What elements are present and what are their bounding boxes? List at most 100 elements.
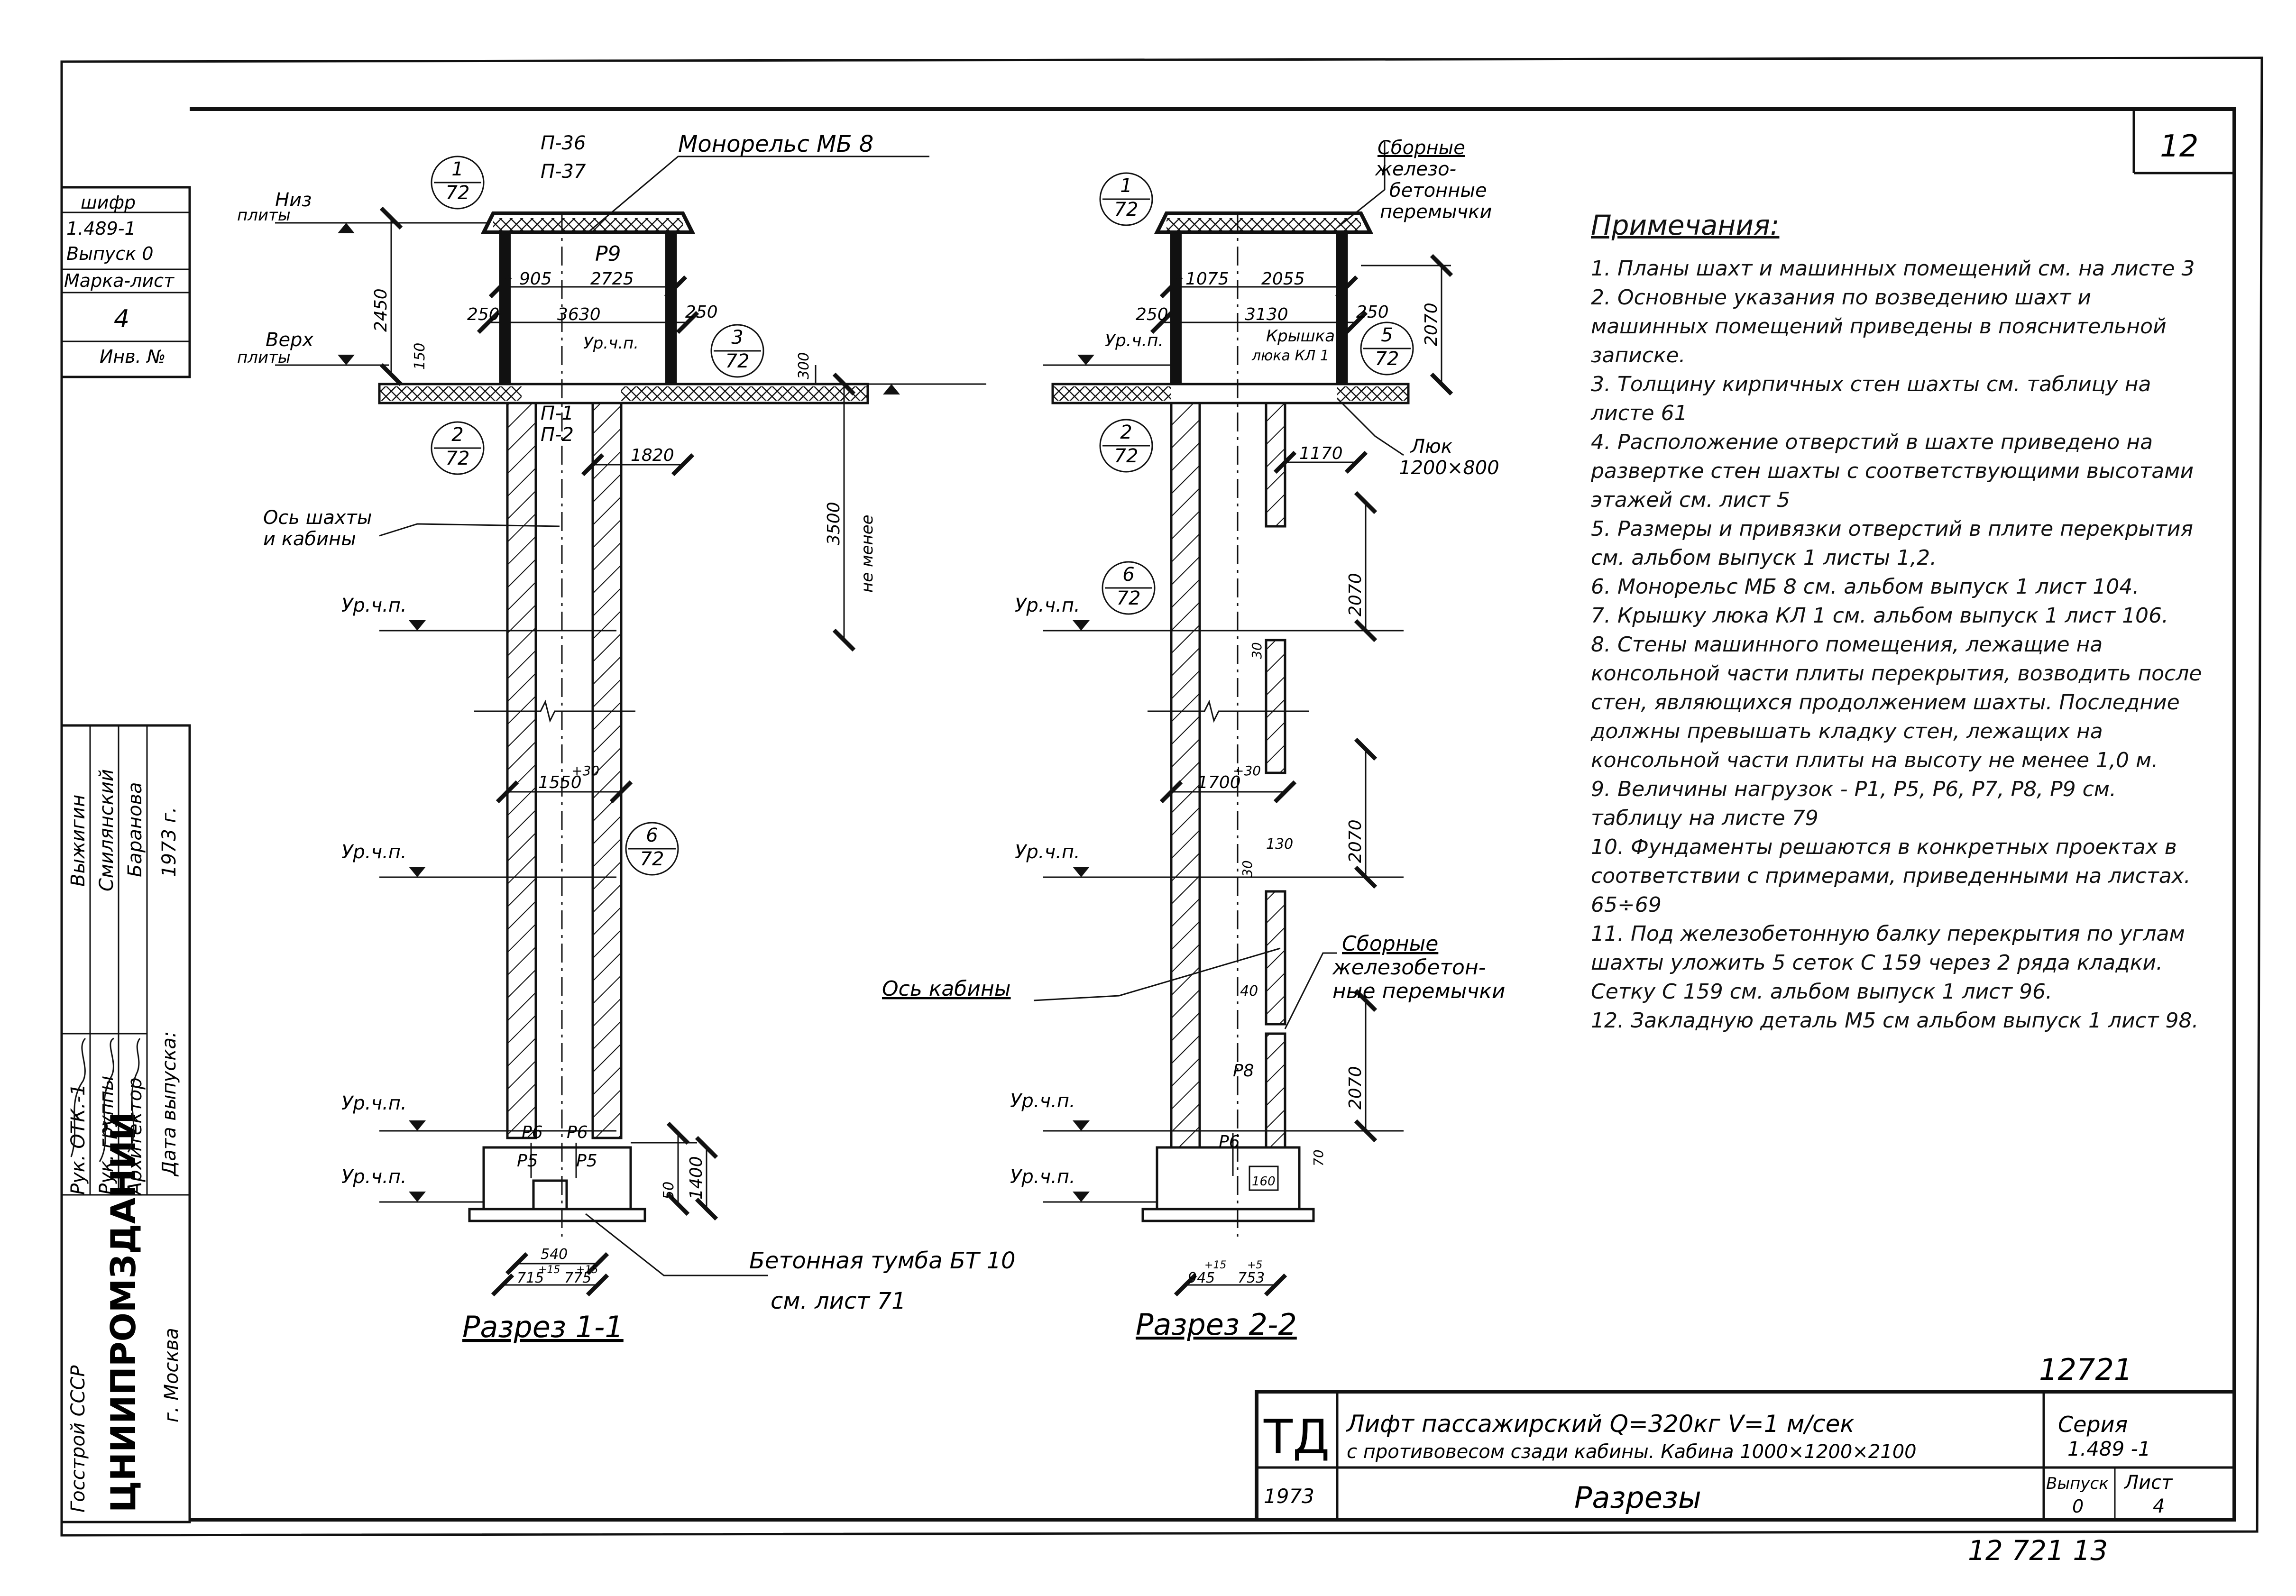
s2-level-4: Ур.ч.п.	[1010, 1166, 1075, 1188]
ref1b-den: 72	[1114, 199, 1139, 220]
s2-dim-2070c: 2070	[1346, 819, 1365, 863]
s2-dim-2055: 2055	[1261, 269, 1305, 289]
notes-block: Примечания: 1. Планы шахт и машинных пом…	[1591, 211, 2207, 1035]
s2-cabin-axis: Ось кабины	[882, 977, 1011, 1001]
org-city: г. Москва	[161, 1328, 183, 1422]
s2-dim-130: 130	[1266, 836, 1293, 853]
note-item-6: 6. Монорельс МБ 8 см. альбом выпуск 1 ли…	[1591, 575, 2140, 599]
s1-dim-540: 540	[541, 1246, 568, 1263]
s2-dim-2070b: 2070	[1346, 573, 1365, 616]
s1-level-4: Ур.ч.п.	[341, 1166, 407, 1188]
ref2b-den: 72	[1114, 445, 1139, 467]
stamp-cipher-value: 1.489-1	[66, 218, 136, 239]
s1-p6b: P6	[567, 1123, 588, 1142]
ref2-num: 2	[451, 424, 463, 446]
note-item-5: 5. Размеры и привязки отверстий в плите …	[1591, 517, 2193, 570]
tb-desc2: с противовесом сзади кабины. Кабина 1000…	[1347, 1441, 1917, 1463]
title-block	[1255, 1390, 2236, 1522]
s1-p2: П-2	[541, 424, 574, 446]
s1-dim-300: 300	[796, 352, 812, 379]
tb-td: ТД	[1263, 1409, 1330, 1465]
stamp-inv-label: Инв. №	[100, 346, 165, 367]
signer-role-1: Рук. ОТК.-1	[67, 1084, 89, 1195]
ref3-num: 3	[731, 327, 743, 349]
s2-dim-250a: 250	[1136, 305, 1168, 324]
sheet-number: 12	[2160, 129, 2198, 164]
s1-dim-1400: 1400	[687, 1156, 706, 1200]
s2-dim-2070a: 2070	[1422, 303, 1441, 346]
tb-desc1: Лифт пассажирский Q=320кг V=1 м/сек	[1346, 1410, 1855, 1438]
s2-dim-1700: 1700	[1197, 773, 1241, 792]
s2-precast1: Сборные	[1378, 137, 1465, 159]
s2-title: Разрез 2-2	[1136, 1307, 1297, 1342]
s1-level-2: Ур.ч.п.	[341, 841, 407, 863]
tb-sheet-label: Лист	[2123, 1472, 2173, 1494]
stamp-mark-label: Марка-лист	[64, 270, 175, 291]
s2-precast-b3: ные перемычки	[1332, 979, 1506, 1003]
s2-dim-160: 160	[1252, 1174, 1276, 1189]
s1-dim-775: 775	[564, 1270, 591, 1286]
s1-dim-3500: 3500	[824, 502, 844, 545]
s1-dim-2450: 2450	[371, 288, 391, 332]
s1-dim-15a: +15	[538, 1264, 560, 1276]
s1-dim-250b: 250	[685, 303, 718, 322]
section-1-refs: 1 72 3 72 2 72 6 72	[431, 156, 764, 876]
s1-slab-top2: плиты	[237, 348, 291, 367]
note-item-9: 9. Величины нагрузок - P1, P5, P6, P7, P…	[1591, 777, 2116, 830]
s1-p6a: P6	[522, 1123, 543, 1142]
s2-dim-5: +5	[1247, 1259, 1262, 1271]
tb-sheet-title: Разрезы	[1574, 1480, 1701, 1515]
tb-issue-label: Выпуск	[2046, 1474, 2109, 1493]
s1-dim-50: 50	[661, 1182, 677, 1200]
s2-p6: P6	[1219, 1132, 1240, 1152]
tb-series-label: Серия	[2058, 1412, 2128, 1437]
s2-hatch2: 1200×800	[1399, 457, 1499, 479]
s1-slab-top: Верх	[266, 329, 313, 351]
stamp-issue: Выпуск 0	[66, 243, 154, 264]
s2-level-1: Ур.ч.п.	[1015, 595, 1080, 616]
side-stamp	[60, 186, 191, 1523]
s2-p8: P8	[1233, 1061, 1254, 1081]
s2-dim-70: 70	[1311, 1149, 1326, 1166]
s1-p5b: P5	[576, 1151, 597, 1171]
s1-dim-15b: +15	[576, 1264, 598, 1276]
ref1b-num: 1	[1120, 175, 1132, 197]
s1-monorail: Монорельс МБ 8	[678, 131, 873, 157]
note-item-10: 10. Фундаменты решаются в конкретных про…	[1591, 835, 2191, 917]
signature-scribbles	[70, 1037, 141, 1162]
issue-date-label: Дата выпуска:	[158, 1031, 180, 1177]
ref2-den: 72	[446, 448, 470, 469]
s1-slab-bottom2: плиты	[237, 206, 291, 225]
note-item-8: 8. Стены машинного помещения, лежащие на…	[1591, 633, 2202, 772]
ref3-den: 72	[726, 350, 750, 372]
s1-dim-150: 150	[412, 343, 428, 370]
s1-dim-1550: 1550	[538, 773, 582, 792]
signer-name-1: Выжигин	[67, 795, 89, 887]
s1-title: Разрез 1-1	[462, 1310, 624, 1344]
signer-name-3: Баранова	[124, 782, 146, 877]
s2-dim-3130: 3130	[1245, 305, 1288, 324]
ref1-num: 1	[451, 158, 463, 180]
s2-dim-945: 945	[1188, 1270, 1215, 1286]
s2-dim-1170: 1170	[1299, 444, 1343, 463]
ref6b-num: 6	[1122, 564, 1134, 586]
notes-title: Примечания:	[1591, 209, 1780, 241]
s2-hatch1: Люк	[1410, 436, 1452, 458]
issue-date-value: 1973 г.	[158, 807, 180, 877]
ref6b-den: 72	[1117, 587, 1141, 609]
note-item-4: 4. Расположение отверстий в шахте привед…	[1591, 430, 2194, 512]
s2-precast2: железо-	[1375, 158, 1456, 180]
s2-level-top: Ур.ч.п.	[1105, 331, 1164, 350]
tb-series-value: 1.489 -1	[2067, 1437, 2150, 1460]
s2-dim-250b: 250	[1356, 303, 1389, 322]
ref2b-num: 2	[1120, 422, 1132, 443]
ref5-den: 72	[1375, 348, 1399, 370]
s2-dim-30b: +30	[1233, 763, 1261, 779]
s1-shaft-axis2: и кабины	[263, 528, 356, 550]
s2-precast-b1: Сборные	[1342, 932, 1438, 956]
s1-dim-250a: 250	[467, 305, 500, 324]
s1-p36: П-36	[541, 132, 586, 154]
note-item-1: 1. Планы шахт и машинных помещений см. н…	[1591, 257, 2195, 281]
tb-issue-value: 0	[2072, 1496, 2084, 1517]
